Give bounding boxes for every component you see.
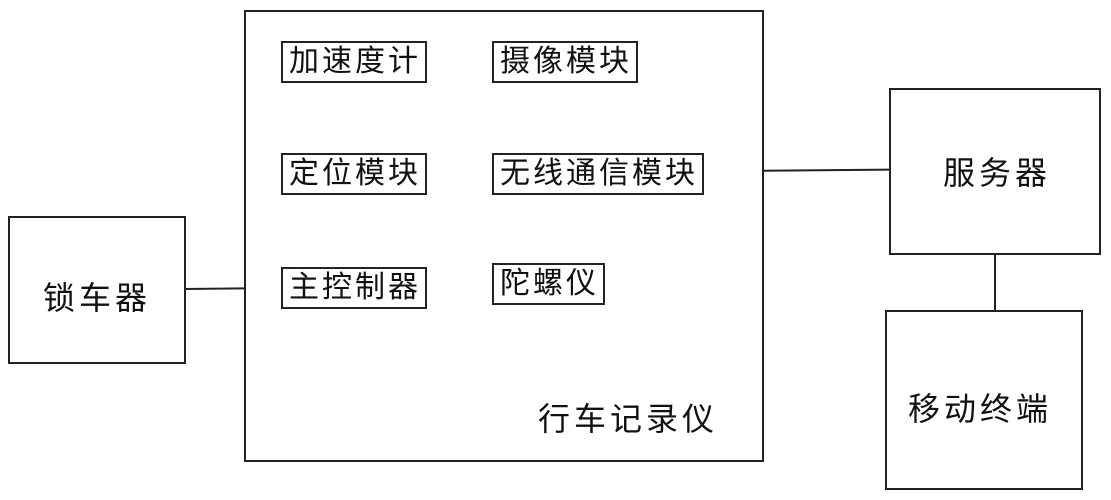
server-label: 服务器 (943, 154, 1052, 192)
main-controller-module: 主控制器 (281, 267, 427, 309)
mobile-terminal-box: 移动终端 (885, 310, 1083, 490)
lock-device-box: 锁车器 (8, 216, 186, 364)
driving-recorder-box: 行车记录仪 (244, 10, 764, 462)
lock-device-label: 锁车器 (43, 279, 152, 317)
driving-recorder-label: 行车记录仪 (538, 400, 719, 438)
mobile-terminal-label: 移动终端 (908, 390, 1053, 428)
accelerometer-module: 加速度计 (281, 41, 427, 83)
gyroscope-module: 陀螺仪 (492, 263, 605, 305)
positioning-module: 定位模块 (281, 153, 427, 195)
server-to-mobile-wire (994, 254, 996, 312)
server-box: 服务器 (889, 88, 1101, 255)
wireless-communication-module: 无线通信模块 (492, 153, 704, 195)
camera-module: 摄像模块 (492, 41, 638, 83)
